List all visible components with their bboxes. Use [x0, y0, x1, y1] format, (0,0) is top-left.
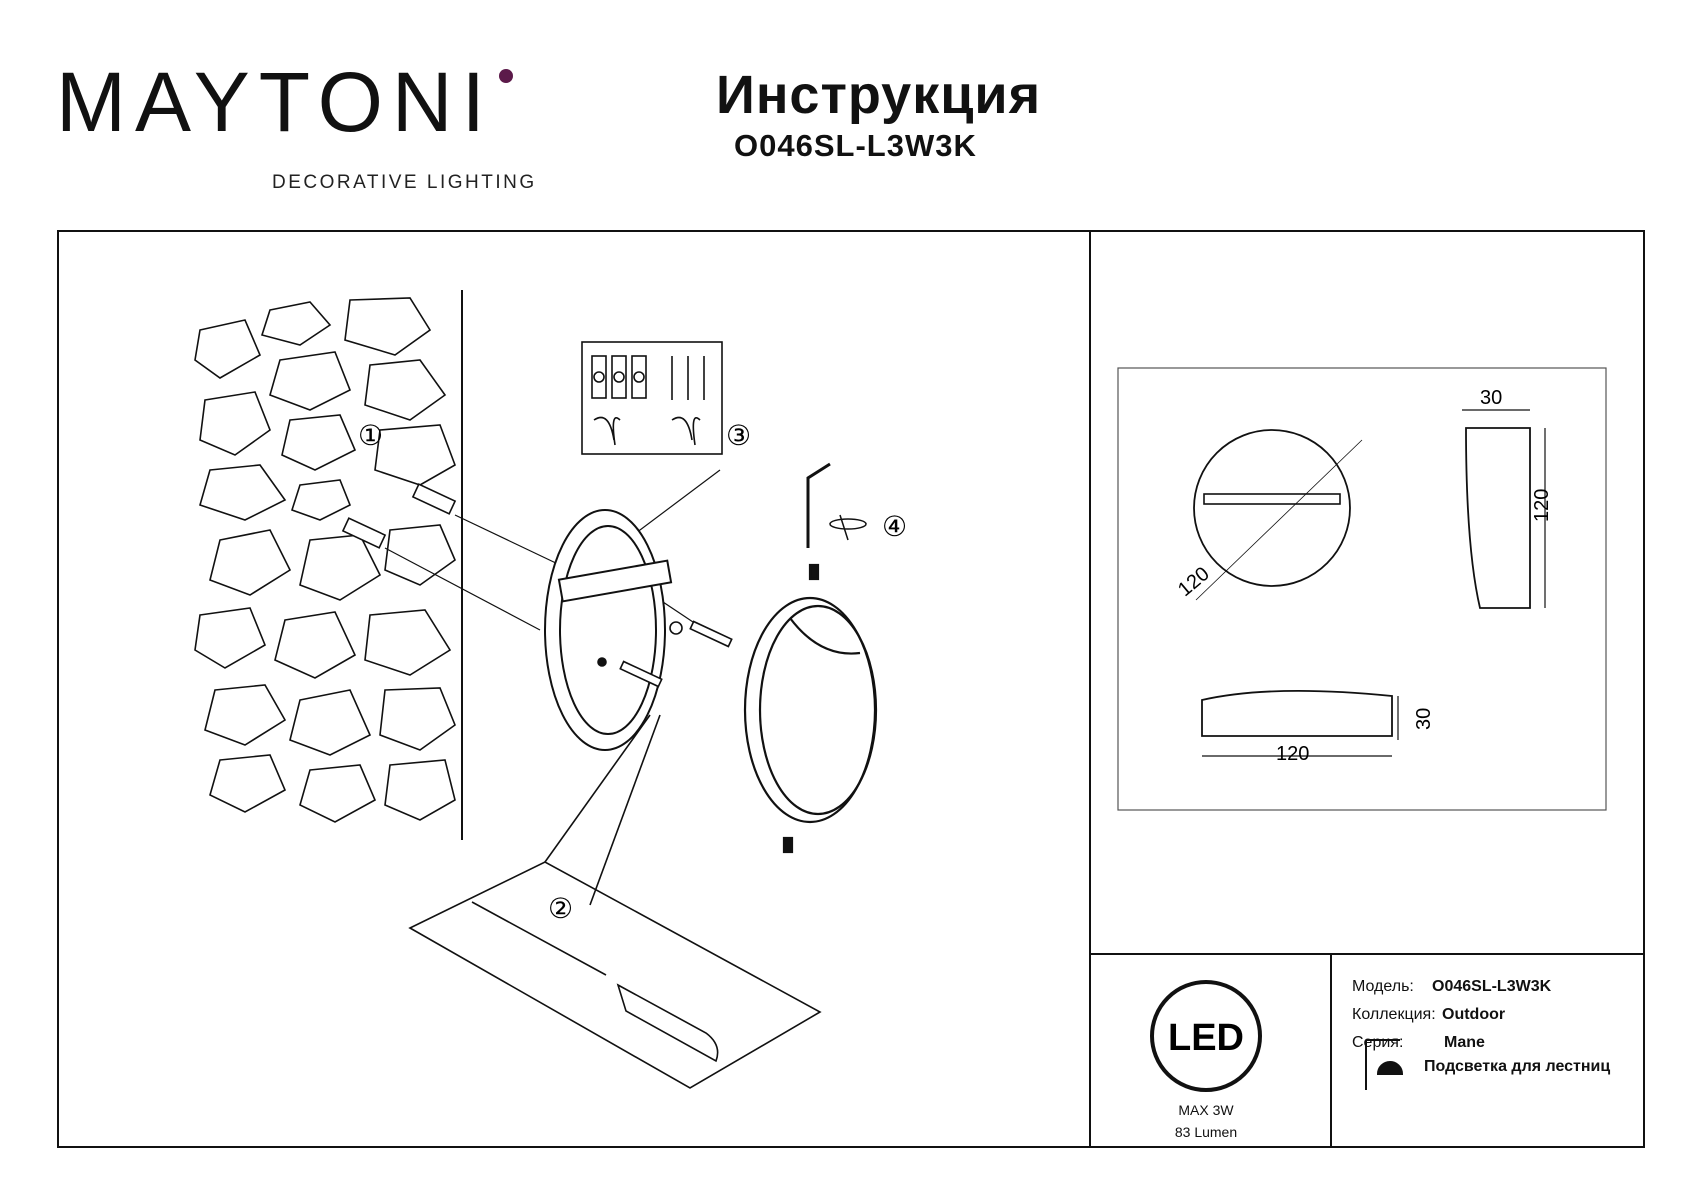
spec-collection-value: Outdoor [1442, 1006, 1506, 1023]
frame-divider-horizontal [1089, 953, 1645, 955]
model-code: O046SL-L3W3K [734, 128, 977, 163]
spec-series-value: Mane [1444, 1034, 1485, 1051]
step-3-label: ③ [726, 419, 751, 452]
spec-model-label: Модель: [1352, 978, 1414, 995]
dim-side-height: 120 [1531, 489, 1553, 522]
wiring-terminal-icon [581, 341, 723, 455]
screwdriver-icon [408, 714, 822, 1089]
drawing-frame [57, 230, 1645, 1148]
dim-bottom-height: 30 [1413, 708, 1435, 730]
step-1-label: ① [358, 419, 383, 452]
hex-key-icon [806, 462, 867, 548]
wall-plug-icon [341, 483, 457, 549]
led-badge-icon [1150, 980, 1262, 1092]
frame-divider-spec [1330, 953, 1332, 1148]
page-title: Инструкция [716, 65, 1042, 125]
spec-series-label: Серия: [1352, 1034, 1404, 1051]
spec-model-value: O046SL-L3W3K [1432, 978, 1552, 995]
wall-texture [194, 290, 463, 840]
led-lumen: 83 Lumen [1174, 1124, 1238, 1140]
led-power: MAX 3W [1178, 1102, 1234, 1118]
led-badge-label: LED [1168, 1017, 1244, 1059]
dim-bottom-width: 120 [1276, 743, 1309, 765]
spec-type-value: Подсветка для лестниц [1424, 1058, 1611, 1075]
screw-icon [597, 620, 733, 688]
brand-subtitle: DECORATIVE LIGHTING [272, 172, 537, 193]
lamp-cover [743, 563, 878, 854]
logo-accent-dot [499, 69, 513, 83]
step-4-label: ④ [882, 510, 907, 543]
step-2-label: ② [548, 892, 573, 925]
dim-side-depth: 30 [1480, 387, 1502, 409]
frame-divider-vertical [1089, 230, 1091, 1148]
brand-logo: MAYTONI [56, 55, 494, 149]
spec-collection-label: Коллекция: [1352, 1006, 1436, 1023]
dim-front-diameter: 120 [1174, 563, 1214, 601]
dimension-drawing [1117, 367, 1607, 811]
mounting-bracket [544, 509, 673, 751]
step-light-icon [1365, 1039, 1404, 1090]
